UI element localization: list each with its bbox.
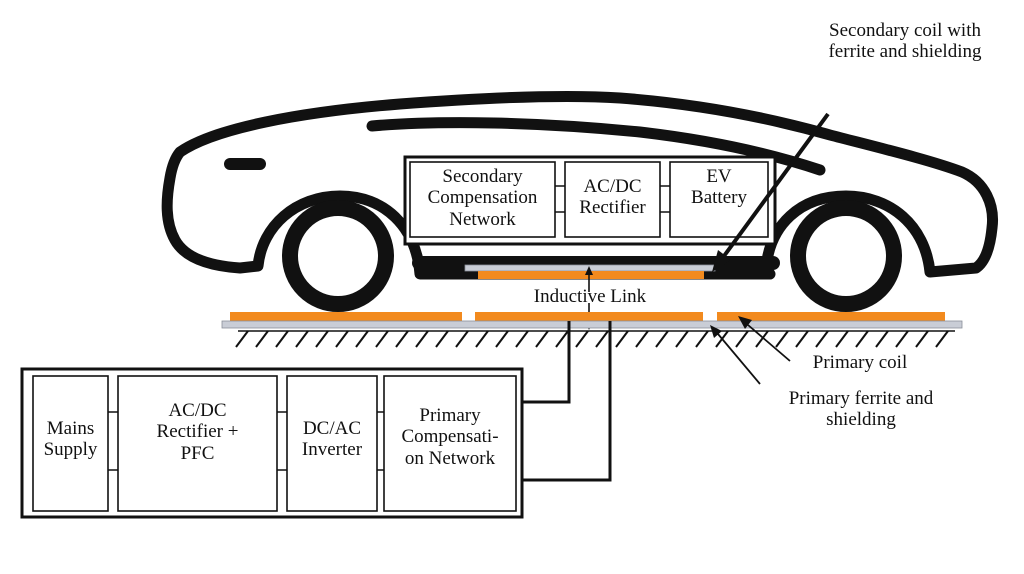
feed-wire-lower [522,321,612,482]
secondary-coil-pointer-line [722,112,830,258]
primary-coil-right [717,312,945,321]
secondary-compensation-label: Secondary Compensation Network [427,166,538,230]
primary-ferrite-plate [221,320,963,329]
ev-battery-box [669,161,769,238]
front-wheel [790,200,902,312]
ground-hatch-mark [815,330,829,348]
ground-hatch-mark [675,330,689,348]
primary-coil-label: Primary coil [812,352,908,373]
mains-supply-box [32,375,109,512]
secondary-coil-callout: Secondary coil with ferrite and shieldin… [828,20,982,63]
ground-rectifier-box [117,375,278,512]
ground-hatch-mark [295,330,309,348]
car-headlight [224,158,266,170]
ground-hatch-mark [775,330,789,348]
inverter-box [286,375,378,512]
ground-hatch-mark [695,330,709,348]
feed-wire-upper [522,321,571,404]
ground-hatch-mark [235,330,249,348]
inductive-link-label: Inductive Link [533,286,647,307]
ground-hatch-mark [575,330,589,348]
onboard-rectifier-label: AC/DC Rectifier [579,176,646,219]
ground-hatch-mark [555,330,569,348]
primary-compensation-box [383,375,517,512]
car-body-outline [161,90,999,280]
ground-hatch-mark [275,330,289,348]
primary-coil-middle [475,312,703,321]
secondary-compensation-box [409,161,556,238]
ground-hatch-mark [795,330,809,348]
primary-coil-pointer-line [747,324,791,362]
ground-hatch-mark [855,330,869,348]
ground-rectifier-label: AC/DC Rectifier + PFC [156,400,239,464]
ground-hatch-mark [535,330,549,348]
ground-hatch-mark [435,330,449,348]
mains-supply-label: Mains Supply [43,418,98,461]
ground-hatch-mark [935,330,949,348]
ground-hatch-mark [415,330,429,348]
primary-ferrite-pointer-line [717,333,761,385]
ground-hatch-mark [495,330,509,348]
ground-hatch-mark [895,330,909,348]
inverter-label: DC/AC Inverter [301,418,363,461]
ground-hatching [235,330,949,348]
ground-hatch-mark [455,330,469,348]
ground-hatch-mark [655,330,669,348]
ground-hatch-mark [755,330,769,348]
ground-hatch-mark [875,330,889,348]
onboard-rectifier-box [564,161,661,238]
ground-hatch-mark [515,330,529,348]
rear-wheel [282,200,394,312]
primary-compensation-label: Primary Compensati- on Network [401,405,499,469]
ground-hatch-mark [375,330,389,348]
primary-ferrite-pointer-arrowhead [710,325,722,338]
ground-hatch-mark [335,330,349,348]
inductive-link-arrowhead-top [585,266,593,275]
ev-battery-label: EV Battery [691,166,747,209]
ground-hatch-mark [255,330,269,348]
primary-coil-left [230,312,462,321]
primary-ferrite-label: Primary ferrite and shielding [788,388,934,431]
ground-hatch-mark [735,330,749,348]
ground-hatch-mark [635,330,649,348]
ground-hatch-mark [835,330,849,348]
ground-hatch-mark [475,330,489,348]
ground-hatch-mark [355,330,369,348]
primary-coil-pointer-arrowhead [738,316,752,329]
ground-hatch-mark [595,330,609,348]
ground-hatch-mark [615,330,629,348]
ground-hatch-mark [315,330,329,348]
ground-hatch-mark [395,330,409,348]
ground-hatch-mark [915,330,929,348]
secondary-coil-pointer-arrowhead [712,250,731,272]
car-window-streak [366,117,826,176]
